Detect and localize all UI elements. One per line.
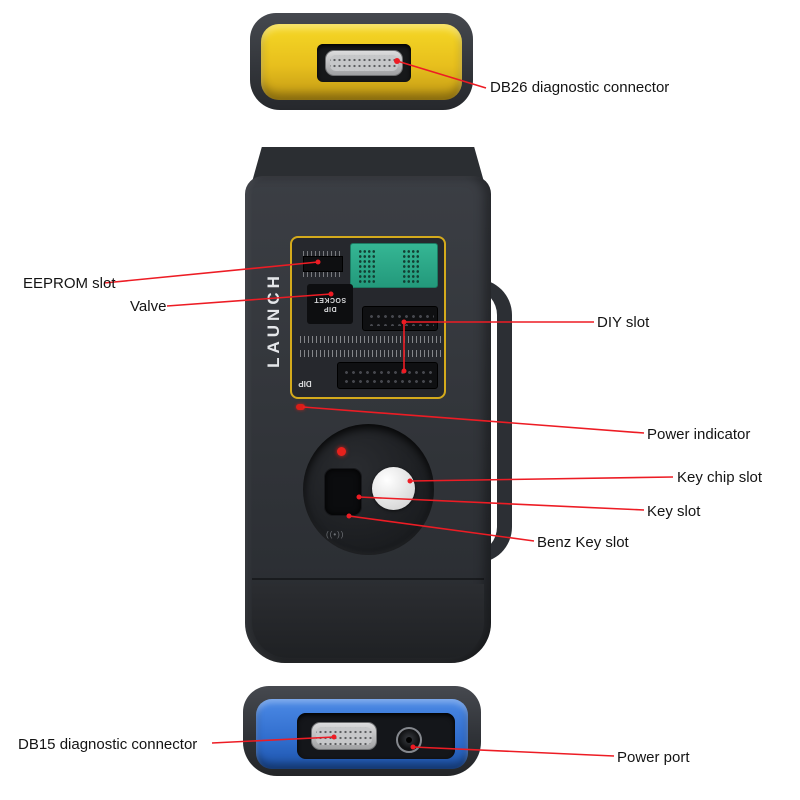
label-power-port: Power port bbox=[617, 749, 690, 766]
eeprom-chip-body bbox=[303, 256, 343, 272]
label-valve: Valve bbox=[130, 298, 167, 315]
key-area-led bbox=[337, 447, 346, 456]
zif-pin-column-left bbox=[358, 249, 376, 283]
benz-key-slot-opening bbox=[324, 468, 362, 516]
diy-slot-upper bbox=[362, 306, 438, 331]
label-eeprom: EEPROM slot bbox=[23, 275, 116, 292]
db15-connector-pins bbox=[316, 727, 372, 745]
pin-strip-row-2 bbox=[300, 350, 442, 357]
label-key-slot: Key slot bbox=[647, 503, 701, 520]
eeprom-slot bbox=[303, 251, 343, 277]
dip-label: DIP bbox=[298, 379, 312, 388]
induction-mark-icon: ((•)) bbox=[326, 530, 345, 539]
power-port bbox=[396, 727, 422, 753]
zif-pin-column-right bbox=[402, 249, 420, 283]
label-db15: DB15 diagnostic connector bbox=[18, 736, 198, 753]
db26-connector-pins bbox=[330, 55, 398, 71]
dip-socket-label: DIP SOCKET bbox=[313, 296, 347, 313]
diy-slot-lower bbox=[337, 362, 438, 389]
device-bottom-grip bbox=[252, 584, 484, 658]
body-seam-line bbox=[252, 578, 484, 580]
label-diy-slot: DIY slot bbox=[597, 314, 650, 331]
diy-slot-upper-pins bbox=[366, 311, 434, 326]
label-power-indicator: Power indicator bbox=[647, 426, 751, 443]
db26-connector bbox=[325, 50, 403, 76]
dip-socket-block: DIP SOCKET bbox=[307, 284, 353, 324]
db15-connector bbox=[311, 722, 377, 750]
diy-slot-lower-pins bbox=[341, 367, 434, 384]
power-port-hole bbox=[406, 737, 412, 743]
power-indicator-led bbox=[296, 404, 305, 410]
zif-socket bbox=[350, 243, 438, 288]
pin-strip-row-1 bbox=[300, 336, 442, 343]
key-chip-slot-opening bbox=[372, 467, 415, 510]
label-benz-key-slot: Benz Key slot bbox=[537, 534, 629, 551]
label-key-chip-slot: Key chip slot bbox=[677, 469, 763, 486]
label-db26: DB26 diagnostic connector bbox=[490, 79, 670, 96]
brand-logo: LAUNCH bbox=[264, 272, 283, 368]
